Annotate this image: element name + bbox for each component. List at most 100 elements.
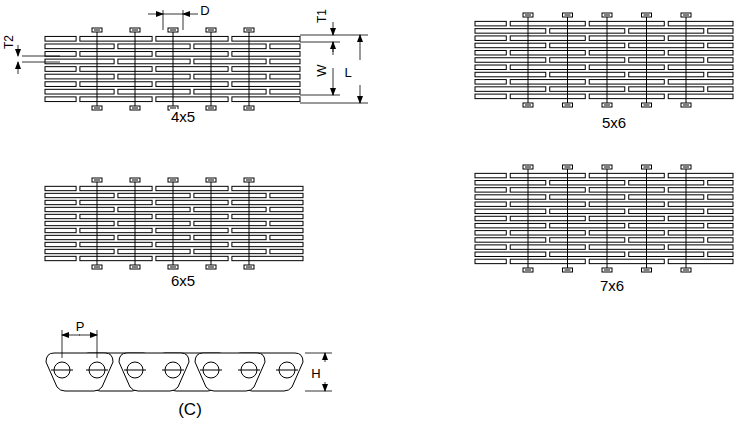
extension-line [183,10,184,30]
link-plate [118,235,190,239]
pin-cross [604,15,610,16]
link-plate [475,209,546,213]
pin-cross [644,15,650,16]
pin [135,29,136,109]
link-plate [510,216,585,220]
pin-head [92,265,102,269]
pin-cross [565,105,571,106]
link-plate [270,207,303,211]
link-plate [475,29,546,34]
link-plate [629,181,704,185]
link-plate [80,82,152,87]
center-line [276,370,298,371]
link-plate [629,29,704,34]
link-plate [156,242,228,246]
dimension-arrow [333,42,334,55]
dimension-label: T1 [316,8,328,24]
pin [211,179,212,268]
link-plate [45,235,114,239]
link-plate [629,238,704,242]
link-plate [80,200,152,204]
pin-cross [208,267,214,268]
link-plate [550,223,625,227]
pin [528,166,529,271]
pin-head [92,28,102,32]
pin-head [92,178,102,182]
link-plate [80,214,152,218]
side-view [46,353,303,391]
link-plate [550,209,625,213]
pin-cross [644,270,650,271]
link-plate [194,59,266,64]
pin-head [642,268,652,272]
pin [646,14,647,106]
link-plate [475,188,506,192]
link-plate [118,249,190,253]
link-plate [668,245,733,249]
link-plate [668,36,733,41]
pin-head [642,13,652,17]
link-plate [118,207,190,211]
link-plate [156,186,228,190]
link-plate [629,87,704,92]
link-plate [80,256,152,260]
extension-line [97,330,98,358]
link-plate [45,89,114,94]
dimension-label: 4x5 [170,109,196,124]
link-plate [708,181,733,185]
link-plate [510,259,585,263]
link-plate [80,97,152,102]
link-plate [708,223,733,227]
link-plate [589,202,664,206]
link-plate [80,36,152,41]
pin-head [563,13,573,17]
link-plate [668,216,733,220]
link-plate [156,36,228,41]
link-plate [194,207,266,211]
pin [135,179,136,268]
link-plate [194,235,266,239]
link-plate [194,249,266,253]
link-plate [194,221,266,225]
link-plate [550,43,625,48]
pin-cross [525,270,531,271]
link-plate [510,65,585,70]
pin-head [681,13,691,17]
link-plate [45,74,114,79]
link-plate [80,67,152,72]
link-plate [510,21,585,26]
link-plate [550,181,625,185]
dimension-label: 6x5 [170,273,196,288]
pin [97,29,98,109]
pin-head [130,106,140,110]
pin-cross [525,167,531,168]
link-plate [232,186,303,190]
pin-cross [246,30,252,31]
pin-head [130,28,140,32]
pin-head [92,106,102,110]
dimension-label: T2 [3,34,15,50]
link-plate [270,74,300,79]
pin-cross [246,108,252,109]
link-plate [475,173,506,177]
link-plate [475,94,506,99]
link-plate [510,245,585,249]
link-plate [232,228,303,232]
link-plate [45,228,76,232]
link-plate [45,242,76,246]
pin [607,14,608,106]
link-plate [194,74,266,79]
link-plate [510,36,585,41]
link-plate [156,228,228,232]
center-line [238,370,260,371]
pin-cross [525,105,531,106]
extension-line [300,42,340,43]
link-plate [270,59,300,64]
pin [567,14,568,106]
link-plate [232,36,300,41]
pin-head [602,165,612,169]
extension-line [163,10,164,30]
link-plate [668,188,733,192]
link-plate [232,214,303,218]
